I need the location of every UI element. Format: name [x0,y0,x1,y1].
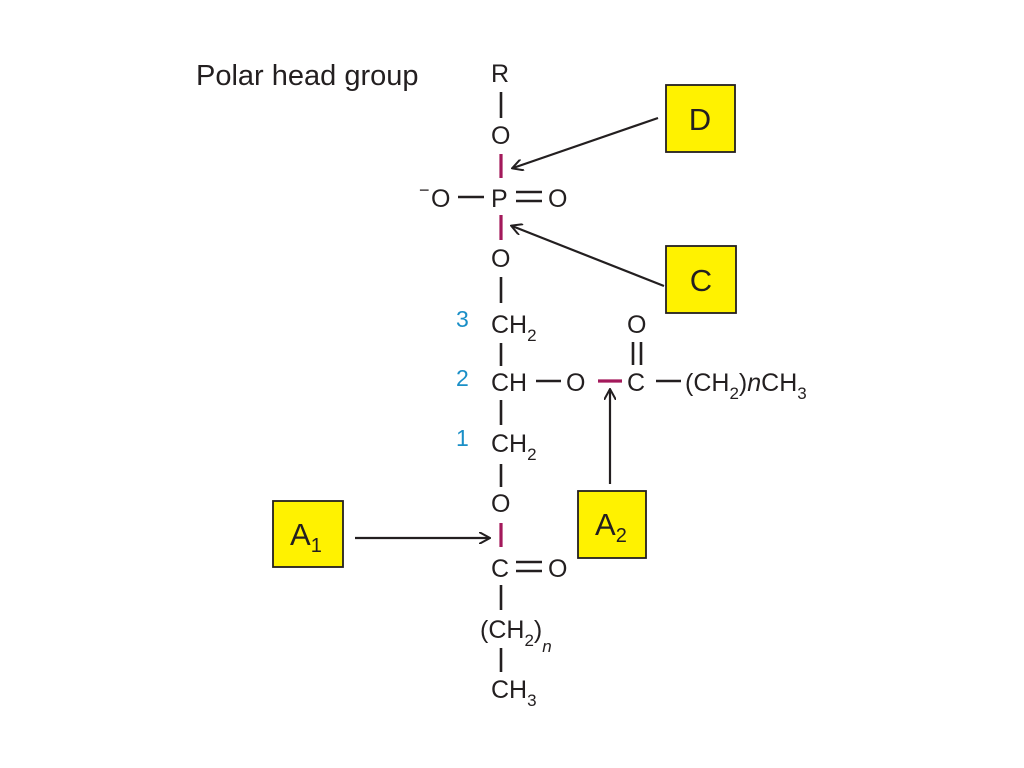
atom-o-mid: O [491,245,510,273]
atom-ch-c2: CH [491,369,527,397]
label-d: D [689,102,711,137]
atom-r: R [491,60,509,88]
label-box-c: C [665,245,737,314]
carbon-number-1: 1 [456,425,469,451]
atom-c-ester2: C [627,369,645,397]
atom-o-carbonyl2: O [627,311,646,339]
label-a2: A2 [595,507,627,547]
atom-o-ester1: O [491,490,510,518]
carbon-number-2: 2 [456,365,469,391]
label-box-d: D [665,84,736,153]
atom-ch2-c1: CH2 [491,430,537,464]
fatty-acid-chain-1: (CH2)n [480,616,552,656]
label-box-a2: A2 [577,490,647,559]
label-a1: A1 [290,517,322,557]
fatty-acid-chain-2: (CH2)nCH3 [685,369,807,403]
atom-p: P [491,185,508,213]
atom-ch2-c3: CH2 [491,311,537,345]
label-c: C [690,263,712,298]
arrow-c [512,226,665,288]
atom-o-negative: O [431,185,450,213]
carbon-number-3: 3 [456,306,469,332]
atom-o-top: O [491,122,510,150]
atom-ch3-chain1: CH3 [491,676,537,710]
label-box-a1: A1 [272,500,344,568]
negative-charge: − [419,180,430,200]
atom-o-double: O [548,185,567,213]
atom-o-ester2: O [566,369,585,397]
arrow-d [513,116,659,168]
atom-c-ester1: C [491,555,509,583]
atom-o-carbonyl1: O [548,555,567,583]
polar-head-group-label: Polar head group [196,60,419,92]
